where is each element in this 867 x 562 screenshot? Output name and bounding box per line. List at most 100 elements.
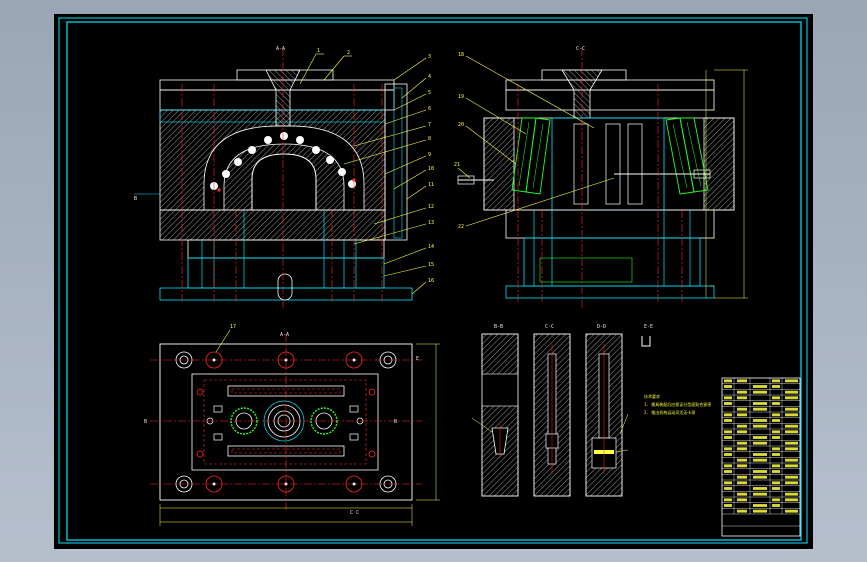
title-block-cell-text — [724, 436, 732, 439]
callout-6: 6 — [428, 106, 431, 112]
title-block-cell-text — [772, 413, 780, 417]
callout-3: 3 — [428, 54, 431, 60]
side-section-label: C-C — [576, 46, 585, 52]
title-block-cell-text — [724, 413, 732, 417]
title-block-cell-text — [753, 458, 767, 462]
title-block-cell-text — [785, 407, 798, 411]
callout-21: 21 — [454, 162, 460, 168]
plan-mark-bottom: C C — [350, 510, 359, 516]
detail-cc-label: C-C — [545, 324, 554, 330]
callout-18: 18 — [458, 52, 464, 58]
callout-5: 5 — [428, 90, 431, 96]
title-block-cell-text — [737, 413, 747, 417]
front-section-view: B — [134, 48, 413, 309]
title-block-cell-text — [753, 487, 767, 490]
title-block-cell-text — [737, 396, 747, 400]
plan-mark-side: E — [416, 356, 419, 362]
title-block-cell-text — [724, 447, 732, 451]
plan-mark-left: B — [144, 419, 147, 425]
callout-13: 13 — [428, 220, 434, 226]
title-block-cell-text — [724, 464, 732, 468]
title-block-cell-text — [724, 396, 732, 400]
title-block-cell-text — [753, 441, 767, 445]
title-block-cell-text — [785, 509, 798, 513]
title-block-cell-text — [772, 498, 780, 502]
detail-leaders — [471, 413, 629, 453]
detail-section-bb: B-B — [481, 324, 519, 497]
title-block-cell-text — [785, 430, 798, 434]
callout-1: 1 — [317, 48, 320, 54]
front-section-label: A-A — [276, 46, 285, 52]
note-2: 2. 推出机构运动灵活无卡滞 — [644, 409, 695, 415]
title-block-cell-text — [785, 458, 798, 462]
title-block-cell-text — [753, 407, 767, 411]
title-block-cell-text — [772, 481, 780, 485]
title-block-cell-text — [772, 379, 780, 383]
title-block-cell-text — [753, 504, 767, 507]
title-block-cell-text — [737, 424, 747, 428]
title-block-cell-text — [785, 492, 798, 496]
callout-14: 14 — [428, 244, 434, 250]
detail-section-dd: D-D — [585, 324, 623, 497]
title-block-cell-text — [737, 407, 747, 411]
title-block-cell-text — [785, 475, 798, 479]
callout-15: 15 — [428, 262, 434, 268]
detail-section-cc: C-C — [533, 324, 571, 497]
title-block-cell-text — [724, 402, 732, 405]
cad-viewport[interactable]: B 1 2 3 4 5 6 7 8 9 10 11 12 13 14 15 16 — [54, 14, 813, 549]
title-block-cell-text — [772, 470, 780, 473]
title-block-cell-text — [772, 402, 780, 405]
title-block-cell-text — [724, 453, 732, 456]
title-block-cell-text — [737, 464, 747, 468]
callout-11: 11 — [428, 182, 434, 188]
title-block-cell-text — [772, 436, 780, 439]
callout-12: 12 — [428, 204, 434, 210]
title-block-cell-text — [737, 475, 747, 479]
plan-section-label: A-A — [280, 332, 289, 338]
callout-10: 10 — [428, 166, 434, 172]
title-block-cell-text — [772, 385, 780, 388]
title-block-cell-text — [737, 379, 747, 383]
callout-8: 8 — [428, 136, 431, 142]
title-block-cell-text — [785, 481, 798, 485]
title-block-cell-text — [724, 504, 732, 507]
callout-9: 9 — [428, 152, 431, 158]
title-block-cell-text — [753, 436, 767, 439]
title-block-cell-text — [753, 419, 767, 422]
title-block-cell-text — [753, 475, 767, 479]
title-block-cell-text — [785, 413, 798, 417]
title-block-cell-text — [724, 379, 732, 383]
callout-4: 4 — [428, 74, 431, 80]
title-block-cell-text — [753, 509, 767, 513]
title-block — [721, 377, 801, 537]
title-block-cell-text — [772, 396, 780, 400]
detail-dd-label: D-D — [597, 324, 606, 330]
title-block-cell-text — [737, 458, 747, 462]
front-callout-labels: 1 2 3 4 5 6 7 8 9 10 11 12 13 14 15 16 A… — [276, 46, 434, 284]
note-title: 技术要求 — [644, 393, 660, 399]
title-block-cell-text — [785, 464, 798, 468]
title-block-cell-text — [724, 385, 732, 388]
side-callout-leaders — [457, 55, 615, 227]
title-block-cell-text — [785, 379, 798, 383]
detail-ee-label: E-E — [644, 324, 653, 330]
svg-text:B: B — [134, 196, 137, 202]
title-block-cell-text — [753, 402, 767, 405]
drawing-frame — [58, 17, 808, 544]
callout-16: 16 — [428, 278, 434, 284]
callout-7: 7 — [428, 122, 431, 128]
callout-22: 22 — [458, 224, 464, 230]
title-block-cell-text — [737, 509, 747, 513]
title-block-cell-text — [724, 487, 732, 490]
title-block-cell-text — [772, 504, 780, 507]
title-block-cell-text — [737, 447, 747, 451]
title-block-cell-text — [753, 470, 767, 473]
callout-17: 17 — [230, 324, 236, 330]
side-section-view: C-C — [457, 46, 748, 309]
detail-section-ee: E-E — [641, 324, 653, 347]
title-block-cell-text — [724, 498, 732, 502]
title-block-cell-text — [724, 470, 732, 473]
title-block-cell-text — [724, 419, 732, 422]
title-block-cell-text — [737, 492, 747, 496]
title-block-cell-text — [753, 390, 767, 394]
